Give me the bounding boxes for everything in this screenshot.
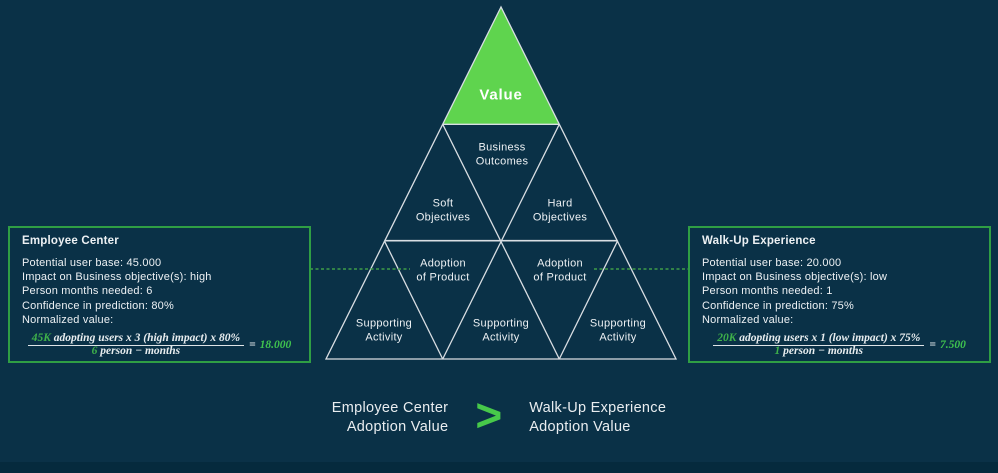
pyramid-label-supporting-1: Supporting Activity: [355, 317, 413, 344]
employee-center-box: Employee Center Potential user base: 45.…: [8, 226, 311, 363]
formula-result: 18.000: [259, 338, 292, 351]
walk-up-impact: Impact on Business objective(s): low: [702, 271, 888, 284]
employee-center-user-base: Potential user base: 45.000: [22, 257, 162, 269]
walk-up-confidence: Confidence in prediction: 75%: [702, 299, 854, 312]
bottom-edge-bar: [0, 462, 998, 473]
formula-numerator: 45K adopting users x 3 (high impact) x 8…: [27, 332, 245, 347]
pyramid-label-supporting-3: Supporting Activity: [589, 317, 647, 344]
grid-line-right-lean-2: [383, 240, 444, 360]
walk-up-title: Walk-Up Experience: [702, 235, 816, 247]
pyramid-label-soft-objectives: Soft Objectives: [415, 197, 471, 224]
pyramid-label-adoption-left: Adoption of Product: [416, 257, 470, 284]
employee-center-formula: 45K adopting users x 3 (high impact) x 8…: [22, 332, 297, 357]
walk-up-user-base: Potential user base: 20.000: [702, 257, 842, 269]
comparison-right-text: Walk-Up Experience Adoption Value: [529, 400, 667, 435]
comparison-left-text: Employee Center Adoption Value: [331, 400, 449, 435]
formula-result: 7.500: [939, 338, 966, 351]
walk-up-normalized-label: Normalized value:: [702, 313, 794, 326]
numerator-highlight: 45K: [31, 332, 51, 345]
pyramid-outline: [324, 5, 678, 360]
employee-center-title: Employee Center: [22, 235, 119, 247]
formula-numerator: 20K adopting users x 1 (low impact) x 75…: [713, 332, 925, 347]
employee-center-person-months: Person months needed: 6: [22, 285, 153, 298]
walk-up-person-months: Person months needed: 1: [702, 285, 833, 298]
employee-center-confidence: Confidence in prediction: 80%: [22, 299, 174, 312]
denominator-rest: person − months: [780, 345, 863, 358]
pyramid-label-business-outcomes: Business Outcomes: [475, 141, 529, 168]
numerator-highlight: 20K: [717, 332, 737, 345]
denominator-highlight: 1: [774, 345, 781, 358]
value-triangle: [442, 7, 560, 125]
pyramid-label-value: Value: [479, 86, 523, 104]
numerator-rest: adopting users x 3 (high impact) x 80%: [50, 332, 241, 345]
formula-equals: =: [249, 338, 256, 351]
denominator-highlight: 6: [91, 345, 98, 358]
employee-center-normalized-label: Normalized value:: [22, 313, 114, 326]
numerator-rest: adopting users x 1 (low impact) x 75%: [736, 332, 921, 345]
employee-center-impact: Impact on Business objective(s): high: [22, 271, 212, 284]
grid-line-right-lean-1: [442, 124, 560, 360]
formula-equals: =: [929, 338, 936, 351]
pyramid-label-hard-objectives: Hard Objectives: [532, 197, 588, 224]
formula-denominator: 1 person − months: [713, 344, 924, 357]
pyramid-label-supporting-2: Supporting Activity: [472, 317, 530, 344]
pyramid-label-adoption-right: Adoption of Product: [533, 257, 587, 284]
formula-denominator: 6 person − months: [28, 344, 244, 357]
walk-up-formula: 20K adopting users x 1 (low impact) x 75…: [702, 332, 977, 357]
employee-center-fraction: 45K adopting users x 3 (high impact) x 8…: [27, 332, 245, 357]
adoption-value-comparison: Employee Center Adoption Value > Walk-Up…: [0, 389, 998, 442]
walk-up-fraction: 20K adopting users x 1 (low impact) x 75…: [713, 332, 925, 357]
walk-up-experience-box: Walk-Up Experience Potential user base: …: [688, 226, 991, 363]
greater-than-icon: >: [475, 389, 503, 441]
denominator-rest: person − months: [97, 345, 181, 358]
grid-line-left-lean-2: [558, 240, 619, 360]
